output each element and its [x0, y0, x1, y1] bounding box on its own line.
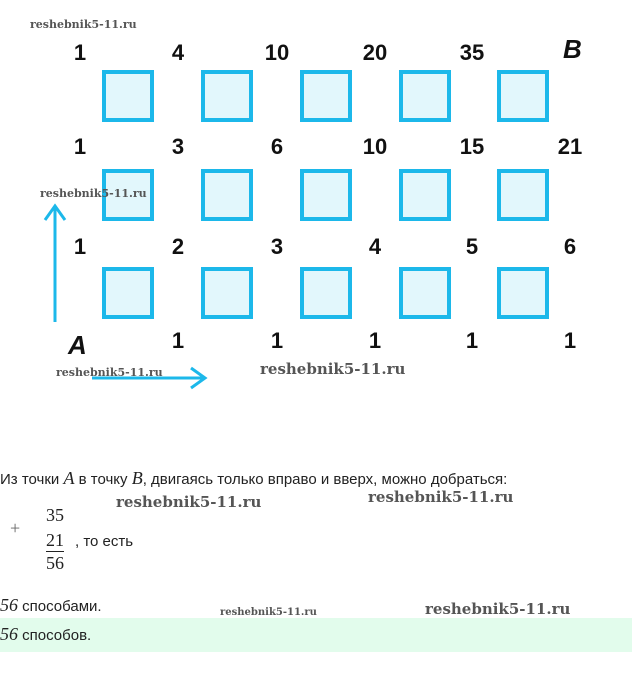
path-count: 4: [171, 40, 185, 65]
grid-cell: [399, 267, 451, 319]
grid-cell: [399, 169, 451, 221]
answer-box: [0, 618, 632, 652]
path-count: 10: [362, 134, 388, 159]
plus-sign: +: [10, 518, 21, 538]
path-count: 21: [557, 134, 583, 159]
watermark: reshebnik5-11.ru: [425, 600, 571, 618]
point-a-label: A: [68, 330, 87, 360]
watermark: reshebnik5-11.ru: [116, 493, 262, 511]
watermark: reshebnik5-11.ru: [40, 187, 147, 200]
intro-text: Из точки A в точку B, двигаясь только вп…: [0, 468, 508, 488]
up-arrow-icon: [43, 203, 67, 322]
grid-cell: [497, 70, 549, 122]
path-count: 4: [368, 234, 382, 259]
grid-cell: [300, 70, 352, 122]
path-count: 3: [270, 234, 284, 259]
grid-cell: [300, 169, 352, 221]
grid-cell: [300, 267, 352, 319]
sum: 56: [46, 553, 64, 573]
path-count: 5: [465, 234, 479, 259]
path-count: 1: [73, 40, 87, 65]
grid-cell: [102, 267, 154, 319]
path-count: 1: [465, 328, 479, 353]
path-count: 1: [270, 328, 284, 353]
grid-cell: [201, 169, 253, 221]
grid-cell: [497, 169, 549, 221]
grid-cell: [102, 169, 154, 221]
result-text: 56 способами.: [0, 595, 102, 615]
watermark: reshebnik5-11.ru: [56, 366, 163, 379]
path-count: 1: [563, 328, 577, 353]
grid-cell: [201, 267, 253, 319]
that-is-text: , то есть: [75, 533, 134, 550]
watermark: reshebnik5-11.ru: [260, 360, 406, 378]
grid-cell: [201, 70, 253, 122]
addend-2: 21: [46, 530, 64, 552]
path-count: 1: [73, 234, 87, 259]
path-count: 6: [270, 134, 284, 159]
path-count: 3: [171, 134, 185, 159]
path-count: 35: [459, 40, 485, 65]
path-count: 10: [264, 40, 290, 65]
answer-text: 56 способов.: [0, 624, 92, 644]
point-b-label: B: [563, 34, 582, 64]
grid-cell: [497, 267, 549, 319]
grid-cell: [399, 70, 451, 122]
watermark: reshebnik5-11.ru: [368, 488, 514, 506]
path-count: 1: [73, 134, 87, 159]
path-count: 1: [368, 328, 382, 353]
path-count: 1: [171, 328, 185, 353]
path-count: 15: [459, 134, 485, 159]
path-count: 2: [171, 234, 185, 259]
right-arrow-icon: [92, 366, 208, 390]
grid-cell: [102, 70, 154, 122]
path-count: 20: [362, 40, 388, 65]
addend-1: 35: [46, 505, 64, 525]
path-count: 6: [563, 234, 577, 259]
watermark: reshebnik5-11.ru: [220, 607, 317, 618]
watermark: reshebnik5-11.ru: [30, 18, 137, 31]
